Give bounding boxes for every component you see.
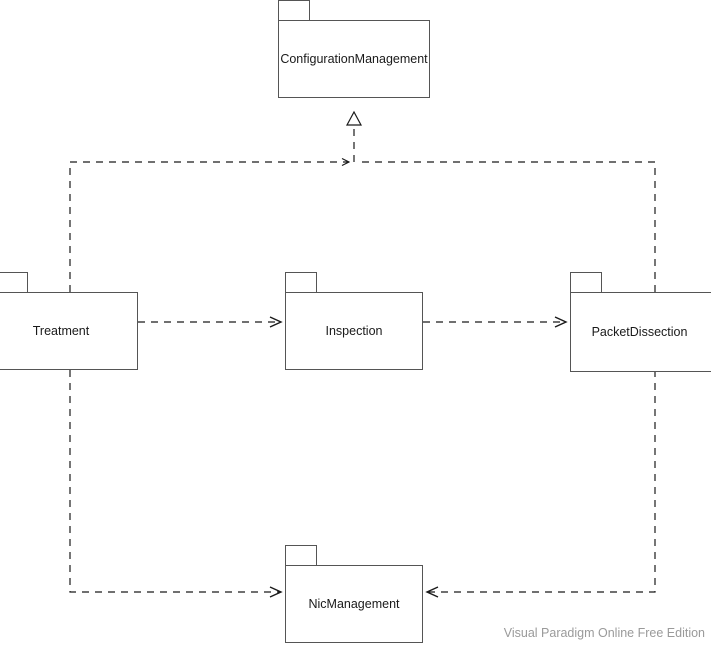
package-body[interactable]: Treatment bbox=[0, 292, 138, 370]
package-tab bbox=[285, 545, 317, 566]
package-body[interactable]: NicManagement bbox=[285, 565, 423, 643]
package-tab bbox=[278, 0, 310, 21]
package-body[interactable]: PacketDissection bbox=[570, 292, 711, 372]
package-label: Treatment bbox=[32, 323, 90, 338]
edge-packetdissection-to-nicmanagement bbox=[425, 370, 656, 598]
watermark-label: Visual Paradigm Online Free Edition bbox=[503, 626, 705, 640]
package-tab bbox=[570, 272, 602, 293]
package-label: PacketDissection bbox=[591, 324, 688, 339]
package-label: ConfigurationManagement bbox=[280, 51, 428, 66]
package-body[interactable]: Inspection bbox=[285, 292, 423, 370]
package-body[interactable]: ConfigurationManagement bbox=[278, 20, 430, 98]
package-label: NicManagement bbox=[308, 596, 400, 611]
package-tab bbox=[285, 272, 317, 293]
edge-packetdissection-top-spine bbox=[360, 161, 656, 292]
package-tab bbox=[0, 272, 28, 293]
package-label: Inspection bbox=[325, 323, 383, 338]
